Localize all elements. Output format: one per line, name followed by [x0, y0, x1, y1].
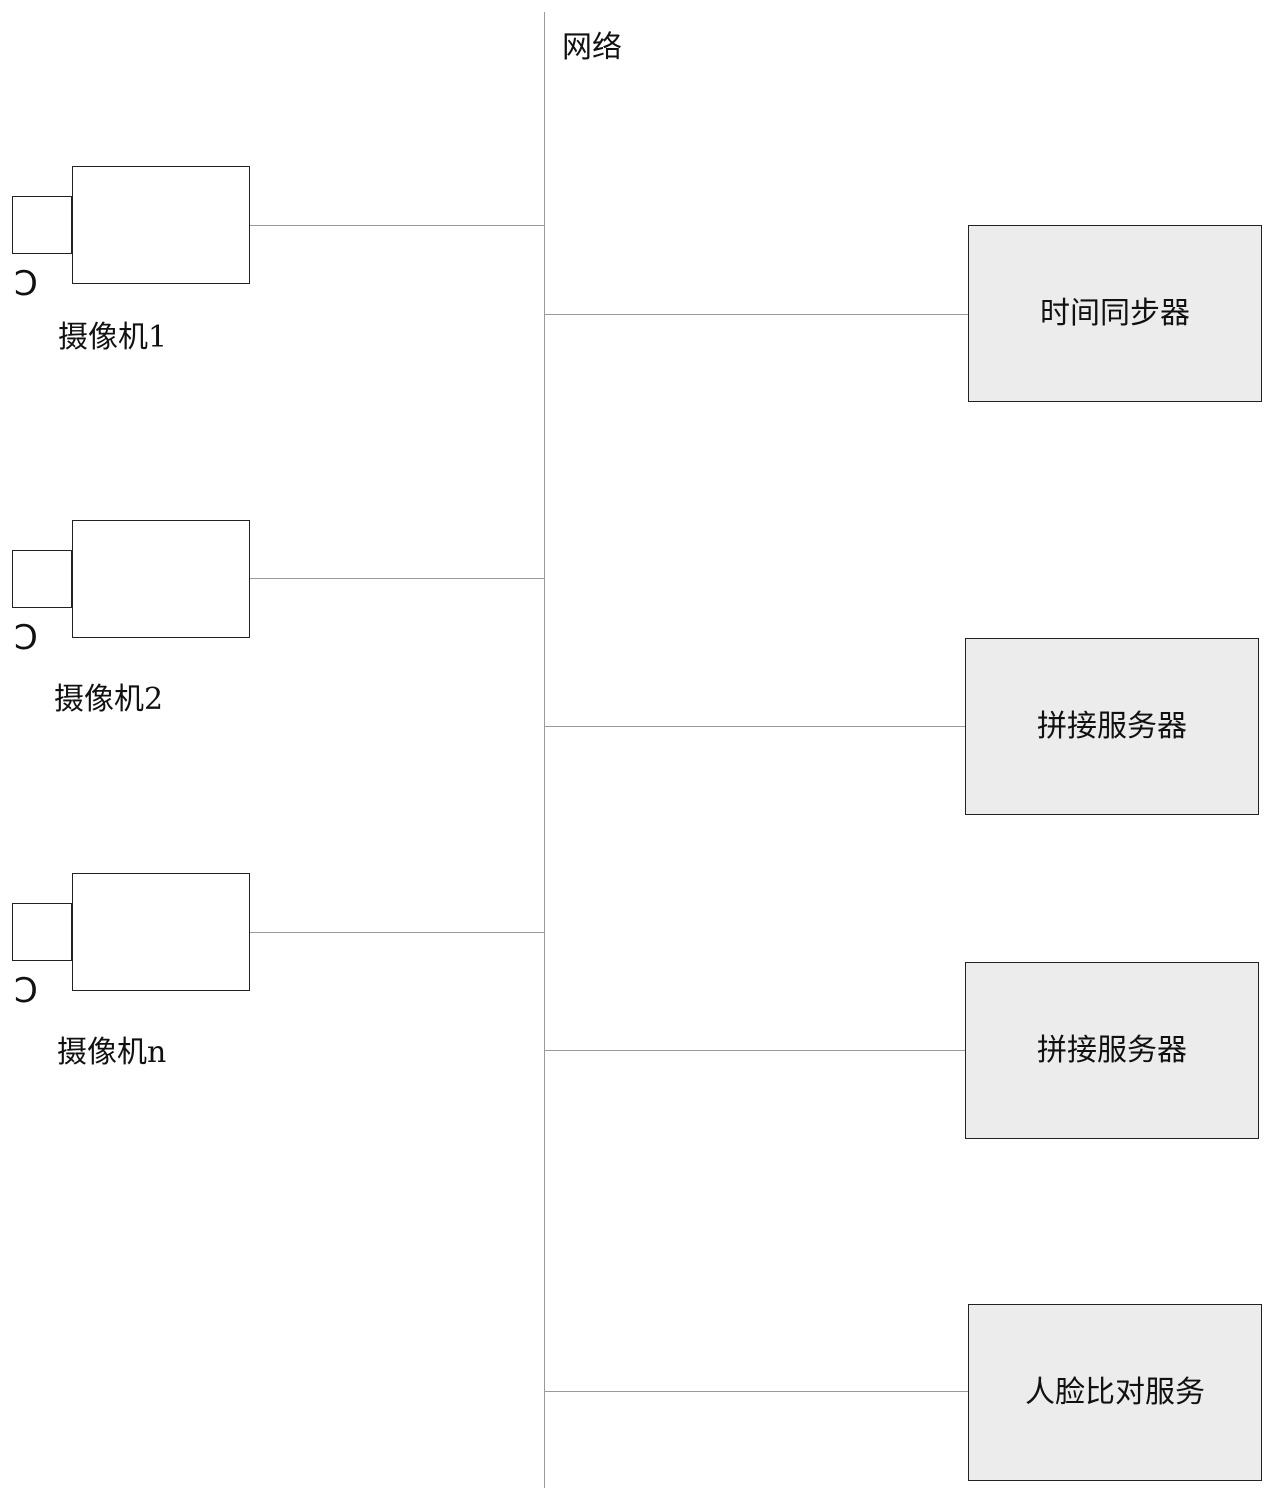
- camera-body: [72, 520, 250, 638]
- camera-1-label: 摄像机1: [58, 318, 167, 358]
- time-sync-box: 时间同步器: [968, 225, 1262, 402]
- face-compare-box: 人脸比对服务: [968, 1304, 1262, 1481]
- stitch-server-1-link: [545, 726, 966, 727]
- camera-n: Ↄ 摄像机n: [12, 873, 252, 1063]
- stitch-server-box-2: 拼接服务器: [965, 962, 1259, 1139]
- camera-n-link: [249, 932, 545, 933]
- network-bus-line: [544, 12, 545, 1488]
- camera-body: [72, 166, 250, 284]
- stitch-server-box-1: 拼接服务器: [965, 638, 1259, 815]
- camera-2-link: [249, 578, 545, 579]
- camera-1-link: [249, 225, 545, 226]
- camera-2-label: 摄像机2: [54, 680, 163, 720]
- camera-mount-icon: Ↄ: [14, 618, 38, 658]
- stitch-server-label: 拼接服务器: [1037, 707, 1187, 747]
- camera-lens: [12, 196, 72, 254]
- stitch-server-2-link: [545, 1050, 966, 1051]
- face-compare-link: [545, 1391, 969, 1392]
- face-compare-label: 人脸比对服务: [1025, 1373, 1205, 1413]
- stitch-server-label: 拼接服务器: [1037, 1031, 1187, 1071]
- camera-1: Ↄ 摄像机1: [12, 166, 252, 356]
- time-sync-label: 时间同步器: [1040, 294, 1190, 334]
- camera-mount-icon: Ↄ: [14, 264, 38, 304]
- camera-lens: [12, 903, 72, 961]
- network-label: 网络: [562, 28, 622, 68]
- camera-2: Ↄ 摄像机2: [12, 520, 252, 710]
- time-sync-link: [545, 314, 969, 315]
- camera-n-label: 摄像机n: [57, 1033, 166, 1073]
- camera-lens: [12, 550, 72, 608]
- camera-body: [72, 873, 250, 991]
- camera-mount-icon: Ↄ: [14, 971, 38, 1011]
